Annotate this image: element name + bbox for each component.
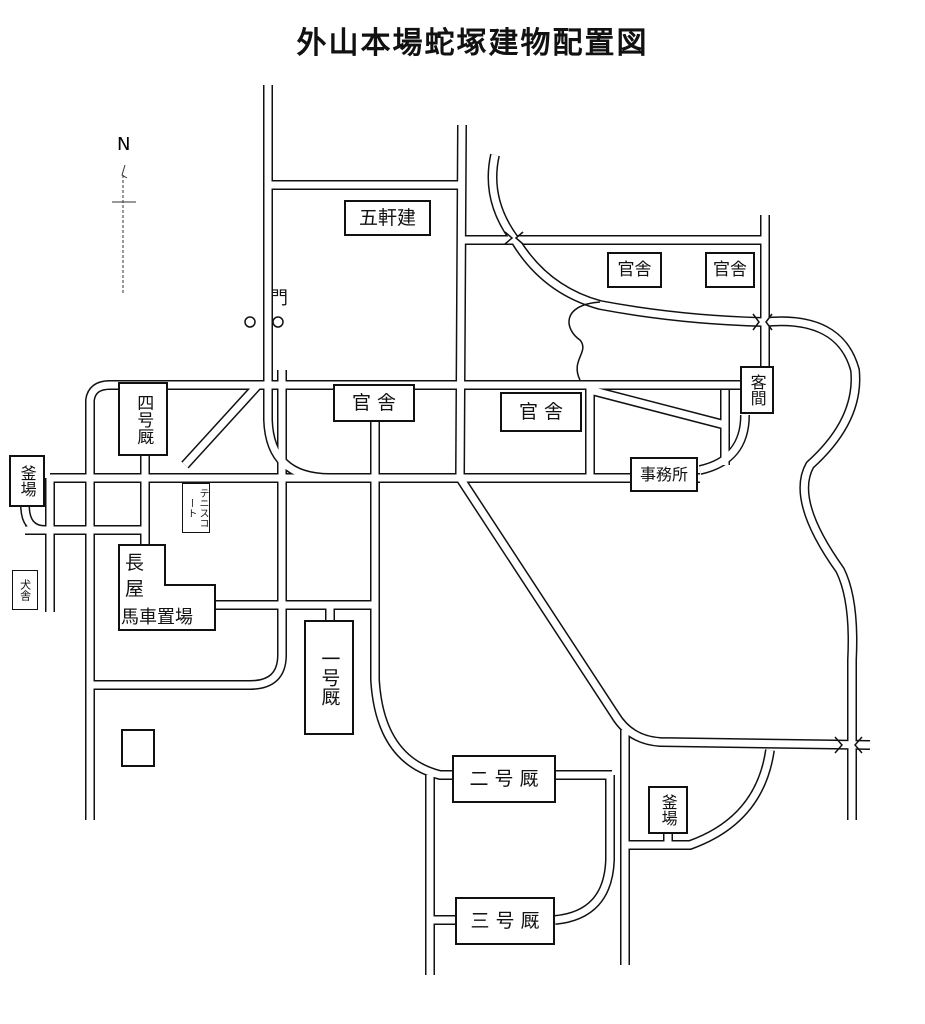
road-fill xyxy=(589,386,726,429)
road-fill xyxy=(215,601,375,620)
building-kyakuma: 客間 xyxy=(740,366,774,414)
north-label: N xyxy=(117,134,130,155)
building-kansha-center: 官 舎 xyxy=(333,384,415,422)
road-fill xyxy=(489,154,766,326)
building-nagaya-label-1: 長 xyxy=(125,552,145,574)
road-fill xyxy=(90,370,286,689)
road-fill xyxy=(699,414,749,474)
road-fill xyxy=(456,124,466,479)
gate-post-icon xyxy=(244,316,256,328)
building-bashaokiba: 馬車置場 xyxy=(121,607,193,628)
building-jimusho: 事務所 xyxy=(630,457,698,492)
road-fill xyxy=(182,382,261,468)
building-nagaya-label-2: 屋 xyxy=(125,578,145,600)
gate-label: 門 xyxy=(270,288,288,309)
building-kamaba-west: 釜場 xyxy=(9,455,45,507)
road-fill xyxy=(430,775,614,924)
north-arrow-icon xyxy=(112,164,136,295)
bridge-icon xyxy=(504,231,863,754)
road-fill xyxy=(457,476,871,749)
small-structure xyxy=(121,729,155,767)
gate-post-icon xyxy=(272,316,284,328)
building-gokenken: 五軒建 xyxy=(344,200,431,236)
building-kansha-ne1: 官舎 xyxy=(607,252,662,288)
building-kensha: 犬舎 xyxy=(12,570,38,610)
road-fill xyxy=(86,381,740,820)
road-fill xyxy=(625,749,774,849)
building-nigo-kyu: 二 号 厩 xyxy=(452,755,556,803)
building-kamaba-south: 釜場 xyxy=(648,786,688,834)
road-fill xyxy=(21,504,145,534)
building-ichigo-kyu: 一号厩 xyxy=(304,620,354,735)
pond-outline xyxy=(568,301,601,381)
building-yongo-kyu: 四号厩 xyxy=(118,382,168,456)
building-sango-kyu: 三 号 厩 xyxy=(455,897,555,945)
building-kansha-mid: 官 舎 xyxy=(500,392,582,432)
road-fill xyxy=(764,317,859,820)
road-fill xyxy=(371,420,612,779)
map-title: 外山本場蛇塚建物配置図 xyxy=(296,26,649,61)
building-kansha-ne2: 官舎 xyxy=(705,252,755,288)
building-tennis-court: テニスコート xyxy=(182,483,210,533)
